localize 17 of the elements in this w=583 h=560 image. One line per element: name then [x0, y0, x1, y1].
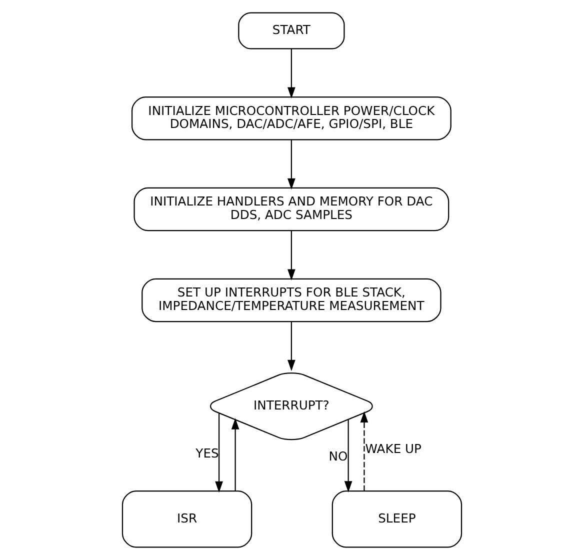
- node-box: START: [238, 12, 344, 50]
- arrow: [287, 140, 295, 190]
- node-box: ISR: [121, 490, 252, 548]
- arrow: [287, 322, 295, 372]
- arrow: [360, 411, 368, 491]
- arrow: [344, 420, 352, 492]
- arrow: [214, 413, 222, 493]
- arrow: [287, 230, 295, 281]
- edge-label: WAKE UP: [364, 442, 422, 456]
- node-box: INITIALIZE HANDLERS AND MEMORY FOR DAC DDS, ADC SAMPLES: [133, 187, 449, 232]
- edge-label: YES: [195, 446, 218, 460]
- node-box: SLEEP: [331, 490, 462, 548]
- edge-label: NO: [328, 450, 348, 464]
- arrow: [287, 48, 295, 99]
- node-box: INITIALIZE MICROCONTROLLER POWER/CLOCK DOMAINS, DAC/ADC/AFE, GPIO/SPI, BLE: [130, 96, 451, 140]
- arrow: [230, 418, 239, 491]
- node-box: SET UP INTERRUPTS FOR BLE STACK, IMPEDANCE/TEMPERATURE MEASUREMENT: [141, 278, 441, 322]
